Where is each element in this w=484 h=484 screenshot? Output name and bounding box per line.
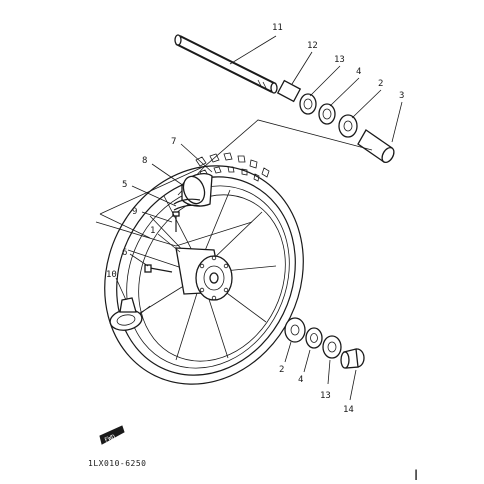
label-4-lower: 4 bbox=[298, 375, 303, 385]
label-2-lower: 2 bbox=[279, 365, 284, 375]
label-12: 12 bbox=[307, 41, 318, 51]
spokes bbox=[127, 189, 277, 361]
exploded-view-bracket bbox=[95, 119, 373, 247]
drawing-code: 1LX010-6250 bbox=[88, 459, 146, 468]
label-5: 5 bbox=[122, 180, 127, 190]
label-3: 3 bbox=[399, 91, 404, 101]
label-1: 1 bbox=[150, 226, 155, 236]
corner-mark: I bbox=[414, 468, 418, 484]
leader-lines bbox=[115, 35, 403, 401]
label-10: 10 bbox=[106, 270, 117, 280]
bearing-lower-4 bbox=[305, 327, 323, 349]
fwd-badge-text: FWD bbox=[104, 433, 117, 444]
oil-seal-lower bbox=[322, 335, 342, 359]
brake-disc-cover bbox=[109, 297, 151, 331]
label-11: 11 bbox=[272, 23, 283, 33]
label-13-lower: 13 bbox=[320, 391, 331, 401]
collar-lower bbox=[340, 348, 365, 369]
label-4-upper: 4 bbox=[356, 67, 361, 77]
bearing-upper-2 bbox=[338, 114, 358, 138]
label-7: 7 bbox=[171, 137, 176, 147]
label-8: 8 bbox=[142, 156, 147, 166]
label-14: 14 bbox=[343, 405, 354, 415]
spacer-sleeve bbox=[357, 129, 395, 164]
label-2-upper: 2 bbox=[378, 79, 383, 89]
part-labels: 11 12 13 4 2 3 7 8 5 9 1 6 10 2 4 13 14 bbox=[106, 23, 404, 415]
tire bbox=[104, 165, 304, 385]
spacer-collar-upper bbox=[276, 79, 302, 103]
label-9: 9 bbox=[132, 207, 137, 217]
bearing-upper-4 bbox=[318, 103, 336, 125]
oil-seal-upper bbox=[299, 93, 317, 115]
bearing-lower-2 bbox=[284, 317, 306, 343]
axle-shaft bbox=[174, 34, 278, 94]
rim-band bbox=[173, 198, 201, 211]
label-6: 6 bbox=[122, 248, 127, 258]
fwd-direction-badge: FWD bbox=[99, 425, 125, 445]
inner-tube bbox=[181, 172, 213, 207]
bolt bbox=[144, 264, 173, 273]
label-13-upper: 13 bbox=[334, 55, 345, 65]
hub bbox=[175, 247, 233, 301]
